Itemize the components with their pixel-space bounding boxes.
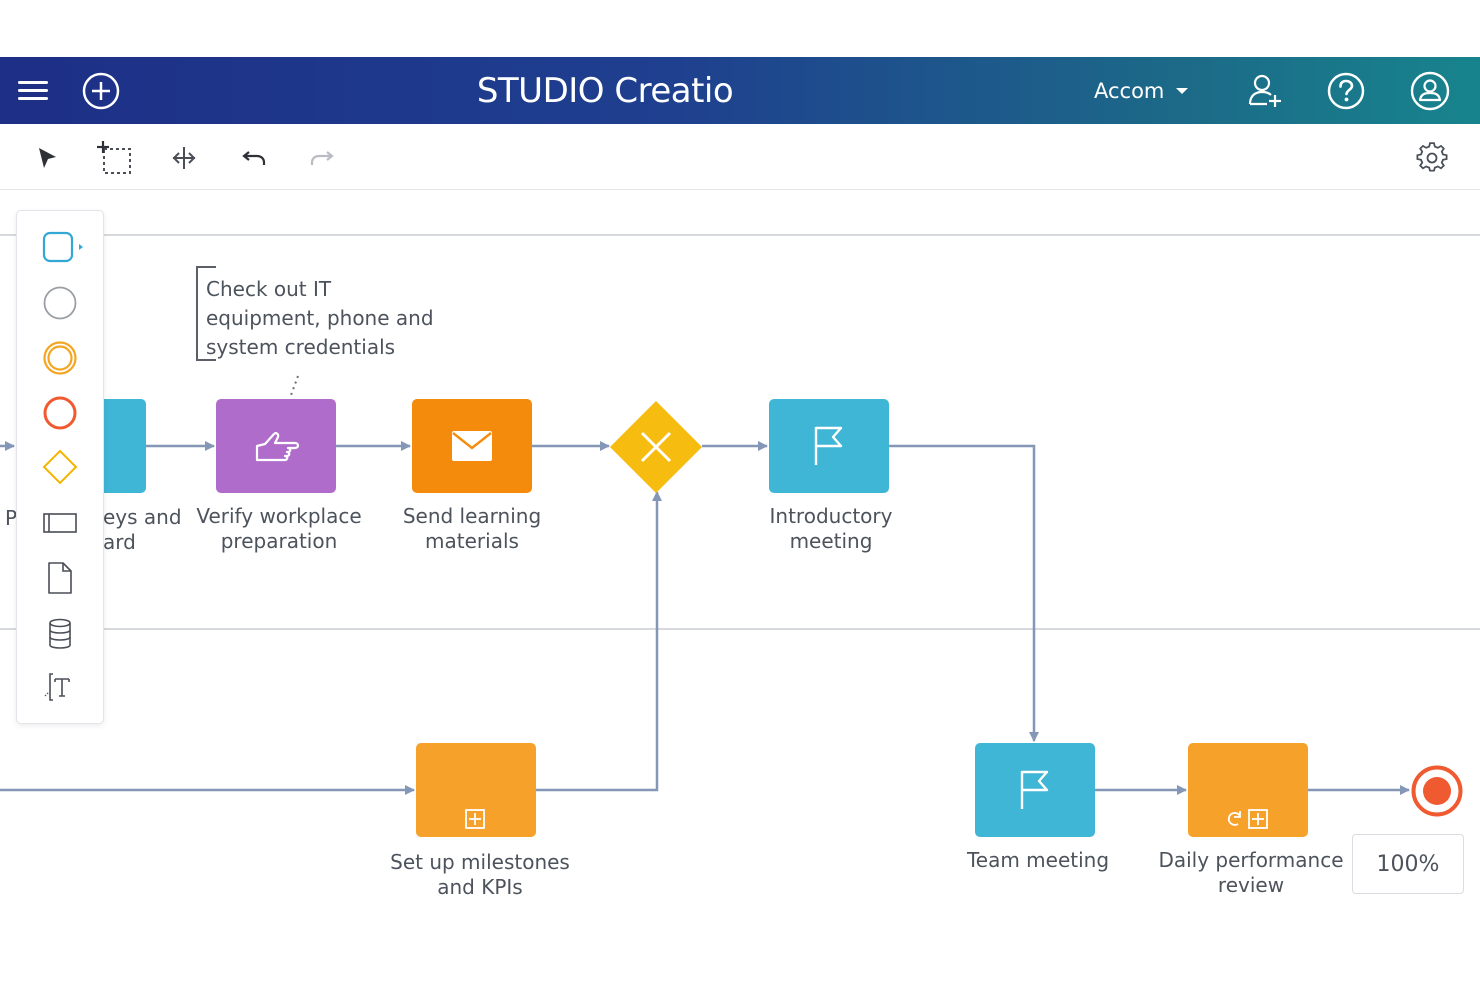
palette-start-event[interactable] [35, 280, 85, 326]
lane-divider-top [0, 234, 1480, 236]
lasso-select-tool-button[interactable] [94, 138, 134, 178]
settings-button[interactable] [1412, 138, 1452, 178]
palette-annotation[interactable] [35, 664, 85, 710]
diagram-toolbar [0, 124, 1480, 190]
app-header: STUDIO Creatio Accom [0, 57, 1480, 124]
user-profile-icon [1410, 71, 1450, 110]
subprocess-daily-performance-review-label: Daily performance review [1158, 848, 1344, 897]
palette-gateway[interactable] [35, 444, 85, 490]
redo-icon [310, 151, 334, 165]
palette-pool[interactable] [35, 500, 85, 546]
gear-icon [1416, 142, 1448, 172]
help-button[interactable] [1322, 57, 1370, 124]
data-object-icon [48, 562, 72, 594]
partial-left-label: P [5, 506, 18, 530]
redo-button[interactable] [302, 138, 342, 178]
task-send-learning-materials[interactable] [412, 399, 532, 493]
task-icon [42, 231, 83, 263]
add-circle-icon [82, 72, 120, 109]
menu-icon [18, 76, 48, 105]
palette-data-store[interactable] [35, 611, 85, 657]
palette-data-object[interactable] [35, 555, 85, 601]
end-event-icon [1411, 765, 1463, 817]
palette-intermediate-event[interactable] [35, 335, 85, 381]
task-introductory-meeting[interactable] [769, 399, 889, 493]
element-palette [16, 210, 104, 724]
partial-task-label-line-1: eys and [103, 505, 182, 529]
subprocess-icon [465, 809, 485, 829]
palette-task[interactable] [35, 224, 85, 270]
zoom-level-text: 100% [1376, 851, 1440, 877]
add-button[interactable] [78, 57, 124, 124]
pointer-icon [39, 148, 56, 168]
lasso-select-icon [97, 141, 131, 174]
annotation-line-3: system credentials [206, 335, 396, 359]
brand-logo: STUDIO Creatio [0, 57, 1220, 124]
loop-subprocess-icon [1227, 809, 1268, 829]
undo-icon [242, 151, 266, 165]
pan-tool-button[interactable] [164, 138, 204, 178]
zoom-level-button[interactable]: 100% [1352, 834, 1464, 894]
subprocess-set-up-milestones[interactable] [416, 743, 536, 837]
gateway-icon [42, 449, 78, 485]
add-user-icon [1248, 74, 1281, 107]
lane-divider-middle [0, 628, 1480, 630]
flag-icon [814, 426, 843, 465]
menu-button[interactable] [14, 57, 52, 124]
add-user-button[interactable] [1242, 57, 1288, 124]
subprocess-daily-performance-review[interactable] [1188, 743, 1308, 837]
palette-end-event[interactable] [35, 390, 85, 436]
user-profile-button[interactable] [1406, 57, 1454, 124]
exclusive-gateway-x-icon [610, 401, 702, 493]
annotation-line-1: Check out IT [206, 277, 332, 301]
task-introductory-meeting-label: Introductory meeting [769, 504, 893, 553]
diagram-canvas[interactable] [0, 190, 1480, 987]
help-icon [1327, 72, 1365, 109]
flag-icon [1020, 770, 1049, 809]
task-verify-workplace-label: Verify workplace preparation [196, 504, 362, 553]
manual-task-hand-icon [255, 432, 300, 462]
start-event-icon [43, 286, 77, 320]
data-store-icon [49, 618, 71, 649]
partial-task-label-line-2: ard [103, 530, 136, 554]
intermediate-event-icon [43, 341, 77, 375]
email-icon [452, 431, 492, 461]
pan-icon [172, 147, 196, 169]
pointer-tool-button[interactable] [26, 138, 66, 178]
annotation-line-2: equipment, phone and [206, 306, 434, 330]
task-send-learning-materials-label: Send learning materials [402, 504, 542, 553]
end-event[interactable] [1410, 764, 1464, 818]
pool-icon [43, 513, 77, 533]
task-team-meeting[interactable] [975, 743, 1095, 837]
exclusive-gateway[interactable] [609, 400, 703, 494]
workspace-dropdown[interactable]: Accom [1094, 57, 1189, 124]
task-verify-workplace[interactable] [216, 399, 336, 493]
brand-text: STUDIO Creatio [476, 70, 734, 111]
annotation-icon [44, 673, 70, 701]
chevron-down-icon [1176, 87, 1189, 94]
end-event-icon [43, 396, 77, 430]
undo-button[interactable] [234, 138, 274, 178]
text-annotation[interactable]: Check out IT equipment, phone and system… [196, 266, 456, 361]
subprocess-set-up-milestones-label: Set up milestones and KPIs [390, 850, 570, 899]
task-team-meeting-label: Team meeting [966, 848, 1110, 872]
workspace-label: Accom [1094, 78, 1165, 103]
